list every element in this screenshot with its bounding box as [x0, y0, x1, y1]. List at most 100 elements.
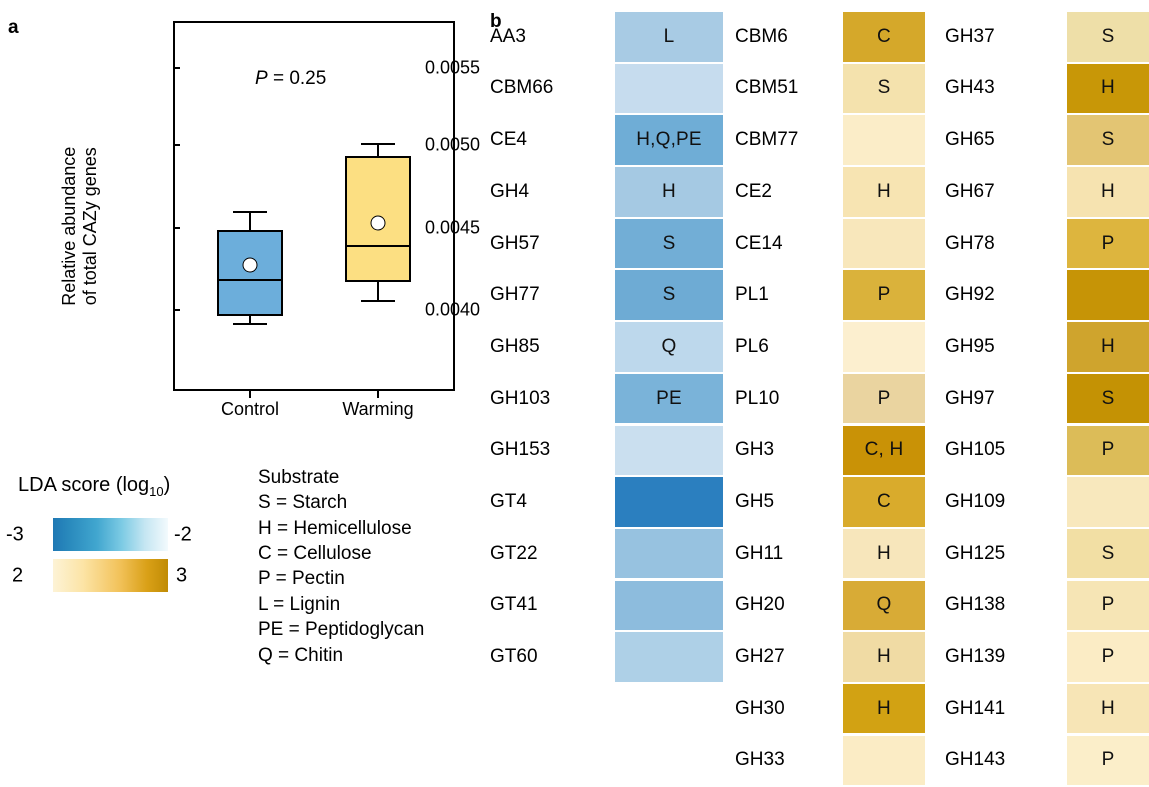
heatmap-row-label: GT22 [490, 542, 538, 564]
heatmap-row-label: GH85 [490, 335, 540, 357]
heatmap-cell[interactable] [615, 477, 723, 527]
heatmap-cell[interactable]: S [1067, 373, 1149, 424]
heatmap-cell[interactable]: S [1067, 115, 1149, 165]
heatmap-cell[interactable]: H [1067, 167, 1149, 217]
heatmap-cell[interactable]: H [843, 167, 925, 217]
heatmap-row-label: PL1 [735, 284, 769, 306]
heatmap-cell[interactable] [615, 63, 723, 114]
heatmap-cell[interactable]: P [1067, 425, 1149, 475]
y-tick-label-2: 0.0050 [424, 134, 480, 155]
heatmap-cell[interactable]: L [615, 12, 723, 62]
heatmap-row-label: PL6 [735, 335, 769, 357]
heatmap-cell[interactable]: P [1067, 632, 1149, 682]
heatmap-row: GH5 C [735, 477, 925, 527]
heatmap-cell[interactable]: H [1067, 63, 1149, 114]
panel-a-letter: a [8, 17, 19, 38]
heatmap-cell[interactable] [1067, 477, 1149, 527]
heatmap-cell[interactable]: Q [615, 322, 723, 372]
heatmap-row-label: GH30 [735, 697, 785, 719]
y-axis-label-line1: Relative abundance [58, 146, 79, 306]
heatmap-row-label: GT41 [490, 594, 538, 616]
heatmap-cell[interactable]: H [1067, 683, 1149, 734]
heatmap-cell[interactable]: H [843, 683, 925, 734]
heatmap-cell[interactable]: H [615, 167, 723, 217]
heatmap-cell[interactable] [615, 425, 723, 475]
heatmap-cell[interactable] [615, 580, 723, 631]
heatmap-row-label: CE4 [490, 129, 527, 151]
heatmap-row: GH77 S [490, 270, 723, 320]
heatmap-row: GH92 [945, 270, 1149, 320]
heatmap-cell[interactable]: S [615, 218, 723, 269]
heatmap-cell[interactable] [615, 528, 723, 579]
heatmap-cell[interactable] [843, 115, 925, 165]
heatmap-cell[interactable]: H [843, 632, 925, 682]
substrate-legend: Substrate S = Starch H = Hemicellulose C… [258, 465, 424, 668]
heatmap-cell[interactable]: PE [615, 373, 723, 424]
box-rect [217, 229, 283, 316]
heatmap-cell[interactable]: P [843, 270, 925, 320]
x-tick-label-control: Control [220, 399, 280, 419]
y-axis-label: Relative abundance of total CAZy genes [59, 86, 101, 366]
heatmap-row-label: CBM77 [735, 129, 799, 151]
heatmap-cell[interactable]: S [1067, 528, 1149, 579]
heatmap-cell[interactable]: C, H [843, 425, 925, 475]
heatmap-cell[interactable]: S [843, 63, 925, 114]
heatmap-row-label: GH11 [735, 542, 784, 564]
heatmap-row-label: GH5 [735, 490, 775, 512]
heatmap-cell[interactable] [843, 322, 925, 372]
heatmap-cell[interactable]: P [1067, 580, 1149, 631]
mean-marker [370, 215, 386, 231]
heatmap-cell[interactable]: H [843, 528, 925, 579]
heatmap-row: GT22 [490, 528, 723, 579]
whisker-lower-line [249, 315, 251, 325]
lda-score-title: LDA score (log10) [18, 474, 170, 499]
heatmap-row: GH43 H [945, 63, 1149, 114]
whisker-upper-line [249, 211, 251, 230]
heatmap-row: CBM6 C [735, 12, 925, 62]
p-symbol: P [255, 68, 268, 89]
colorbar-orange-right-label: 3 [176, 564, 188, 587]
heatmap-row-label: CBM6 [735, 25, 788, 47]
substrate-item-6: Q = Chitin [258, 644, 344, 666]
heatmap-row-label: GT60 [490, 646, 538, 667]
whisker-upper-line [377, 144, 379, 156]
heatmap-cell[interactable] [1067, 270, 1149, 320]
heatmap-cell[interactable] [843, 735, 925, 786]
heatmap-row-label: GH77 [490, 284, 540, 306]
colorbar-blue-right-label: -2 [174, 523, 192, 546]
heatmap-row: GH33 [735, 735, 925, 786]
heatmap-row: GH143 P [945, 735, 1149, 786]
heatmap-row: GT4 [490, 477, 723, 527]
panel-a-boxplot: a Relative abundance of total CAZy genes… [0, 0, 480, 440]
heatmap-row-label: GH57 [490, 232, 540, 254]
heatmap-row: CE4 H,Q,PE [490, 115, 723, 165]
heatmap-cell[interactable]: P [1067, 218, 1149, 269]
heatmap-cell[interactable]: C [843, 12, 925, 62]
heatmap-cell[interactable]: H [1067, 322, 1149, 372]
heatmap-cell[interactable]: C [843, 477, 925, 527]
substrate-item-3: P = Pectin [258, 568, 345, 590]
heatmap-cell[interactable]: P [1067, 735, 1149, 786]
heatmap-cell[interactable] [615, 632, 723, 682]
heatmap-row-label: GH143 [945, 749, 1006, 771]
heatmap-cell[interactable]: Q [843, 580, 925, 631]
heatmap-cell[interactable]: S [615, 270, 723, 320]
heatmap-row-label: GH105 [945, 439, 1006, 461]
heatmap-cell[interactable]: P [843, 373, 925, 424]
heatmap-row-label: GH153 [490, 439, 551, 461]
heatmap-row: GH105 P [945, 425, 1149, 475]
substrate-item-5: PE = Peptidoglycan [258, 619, 425, 641]
heatmap-cell[interactable] [843, 218, 925, 269]
heatmap-cell[interactable]: H,Q,PE [615, 115, 723, 165]
heatmap-row-label: GH43 [945, 77, 995, 99]
heatmap-row: GT60 [490, 632, 723, 682]
heatmap-cell[interactable]: S [1067, 12, 1149, 62]
